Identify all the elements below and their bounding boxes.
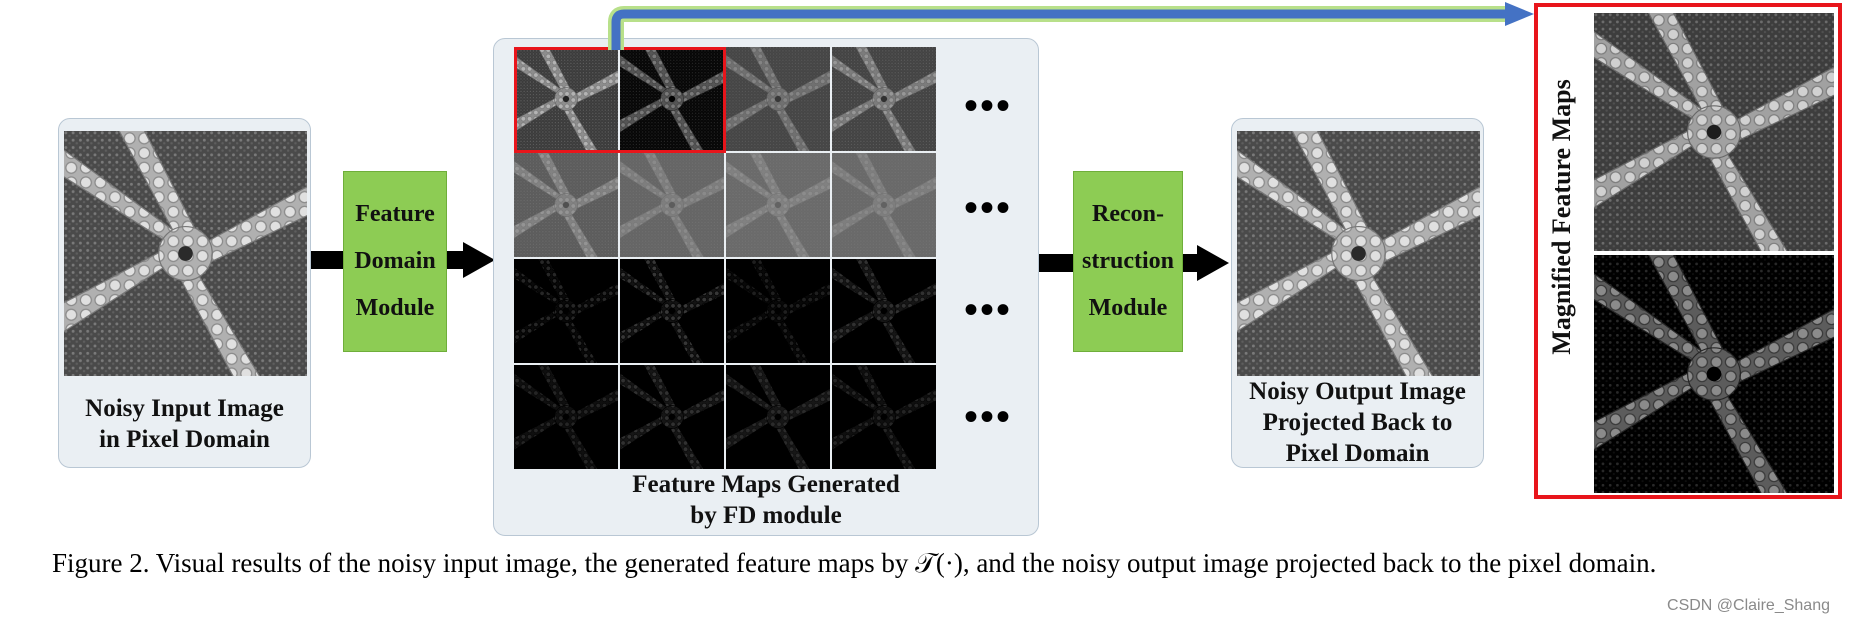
noisy-output-image (1237, 131, 1480, 376)
feature-domain-module: Feature Domain Module (343, 171, 447, 352)
feature-map-tile (832, 259, 936, 363)
connector-arrow (608, 2, 1534, 50)
highlight-box (514, 47, 726, 153)
reconstruction-module: Recon- struction Module (1073, 171, 1183, 352)
arrow-maps-to-recon (1039, 254, 1073, 272)
feature-maps-label: Feature Maps Generated by FD module (632, 471, 900, 529)
feature-map-tile (620, 259, 724, 363)
ellipsis-row-3: ••• (964, 287, 1013, 332)
arrow-head-fd-to-maps (463, 242, 495, 278)
magnified-map-1 (1594, 13, 1834, 251)
feature-map-tile (726, 47, 830, 151)
arrow-recon-to-output (1183, 254, 1197, 272)
feature-map-tile (514, 153, 618, 257)
ellipsis-row-4: ••• (964, 394, 1013, 439)
input-panel-label: Noisy Input Image in Pixel Domain (85, 395, 284, 453)
output-panel-label: Noisy Output Image Projected Back to Pix… (1249, 378, 1466, 467)
magnified-panel: Magnified Feature Maps (1534, 3, 1842, 499)
feature-map-tile (514, 259, 618, 363)
output-panel: Noisy Output Image Projected Back to Pix… (1231, 118, 1484, 468)
figure-caption: Figure 2. Visual results of the noisy in… (52, 548, 1657, 578)
magnified-map-2 (1594, 255, 1834, 493)
watermark: CSDN @Claire_Shang (1667, 597, 1830, 614)
feature-map-tile (726, 259, 830, 363)
feature-map-tile (726, 365, 830, 469)
ellipsis-row-2: ••• (964, 185, 1013, 230)
input-panel: Noisy Input Image in Pixel Domain (58, 118, 311, 468)
noisy-input-image (64, 131, 307, 376)
arrow-head-recon-to-output (1197, 245, 1229, 281)
ellipsis-row-1: ••• (964, 83, 1013, 128)
feature-map-tile (726, 153, 830, 257)
feature-map-tile (832, 365, 936, 469)
magnified-label: Magnified Feature Maps (1547, 79, 1576, 355)
feature-map-tile (832, 153, 936, 257)
arrow-input-to-fd (311, 251, 343, 269)
feature-map-tile (514, 365, 618, 469)
feature-map-tile (832, 47, 936, 151)
feature-map-tile (620, 153, 724, 257)
arrow-fd-to-maps (447, 251, 463, 269)
feature-map-tile (620, 365, 724, 469)
